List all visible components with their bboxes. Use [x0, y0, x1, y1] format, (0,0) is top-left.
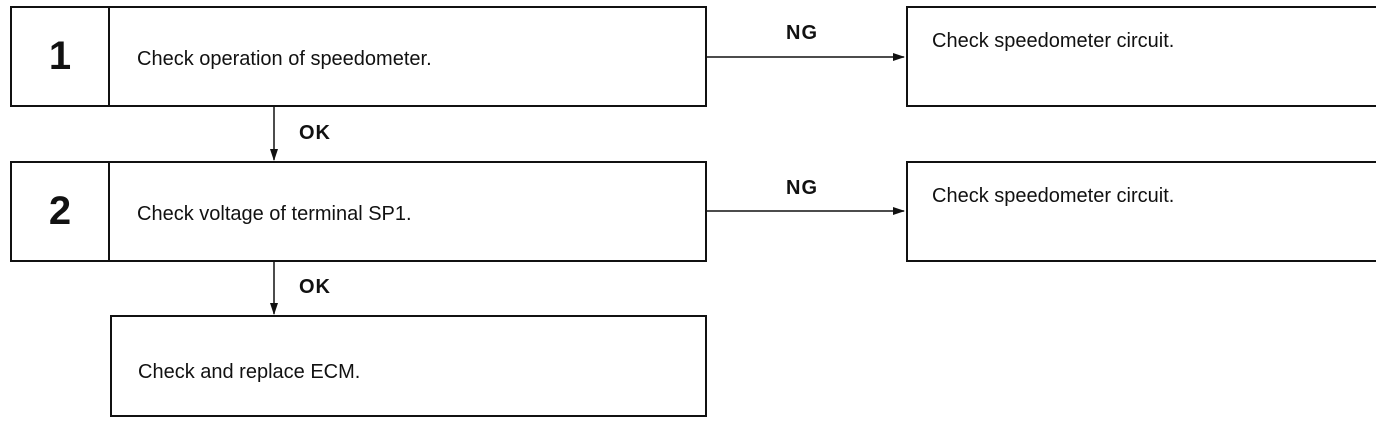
- step-number-1: 1: [12, 8, 110, 105]
- ng-result-text-2: Check speedometer circuit.: [932, 185, 1175, 207]
- step-text-2: Check voltage of terminal SP1.: [137, 203, 412, 225]
- final-box: Check and replace ECM.: [110, 315, 707, 417]
- final-text: Check and replace ECM.: [138, 361, 361, 383]
- ng-result-text-1: Check speedometer circuit.: [932, 30, 1175, 52]
- step-text-1: Check operation of speedometer.: [137, 48, 432, 70]
- ng-result-box-2: Check speedometer circuit.: [906, 161, 1376, 262]
- step-box-2: 2 Check voltage of terminal SP1.: [10, 161, 707, 262]
- ng-result-box-1: Check speedometer circuit.: [906, 6, 1376, 107]
- step-box-1: 1 Check operation of speedometer.: [10, 6, 707, 107]
- ok-label-2: OK: [299, 276, 331, 298]
- step-number-2: 2: [12, 163, 110, 260]
- ng-label-2: NG: [786, 177, 818, 199]
- ng-label-1: NG: [786, 22, 818, 44]
- ok-label-1: OK: [299, 122, 331, 144]
